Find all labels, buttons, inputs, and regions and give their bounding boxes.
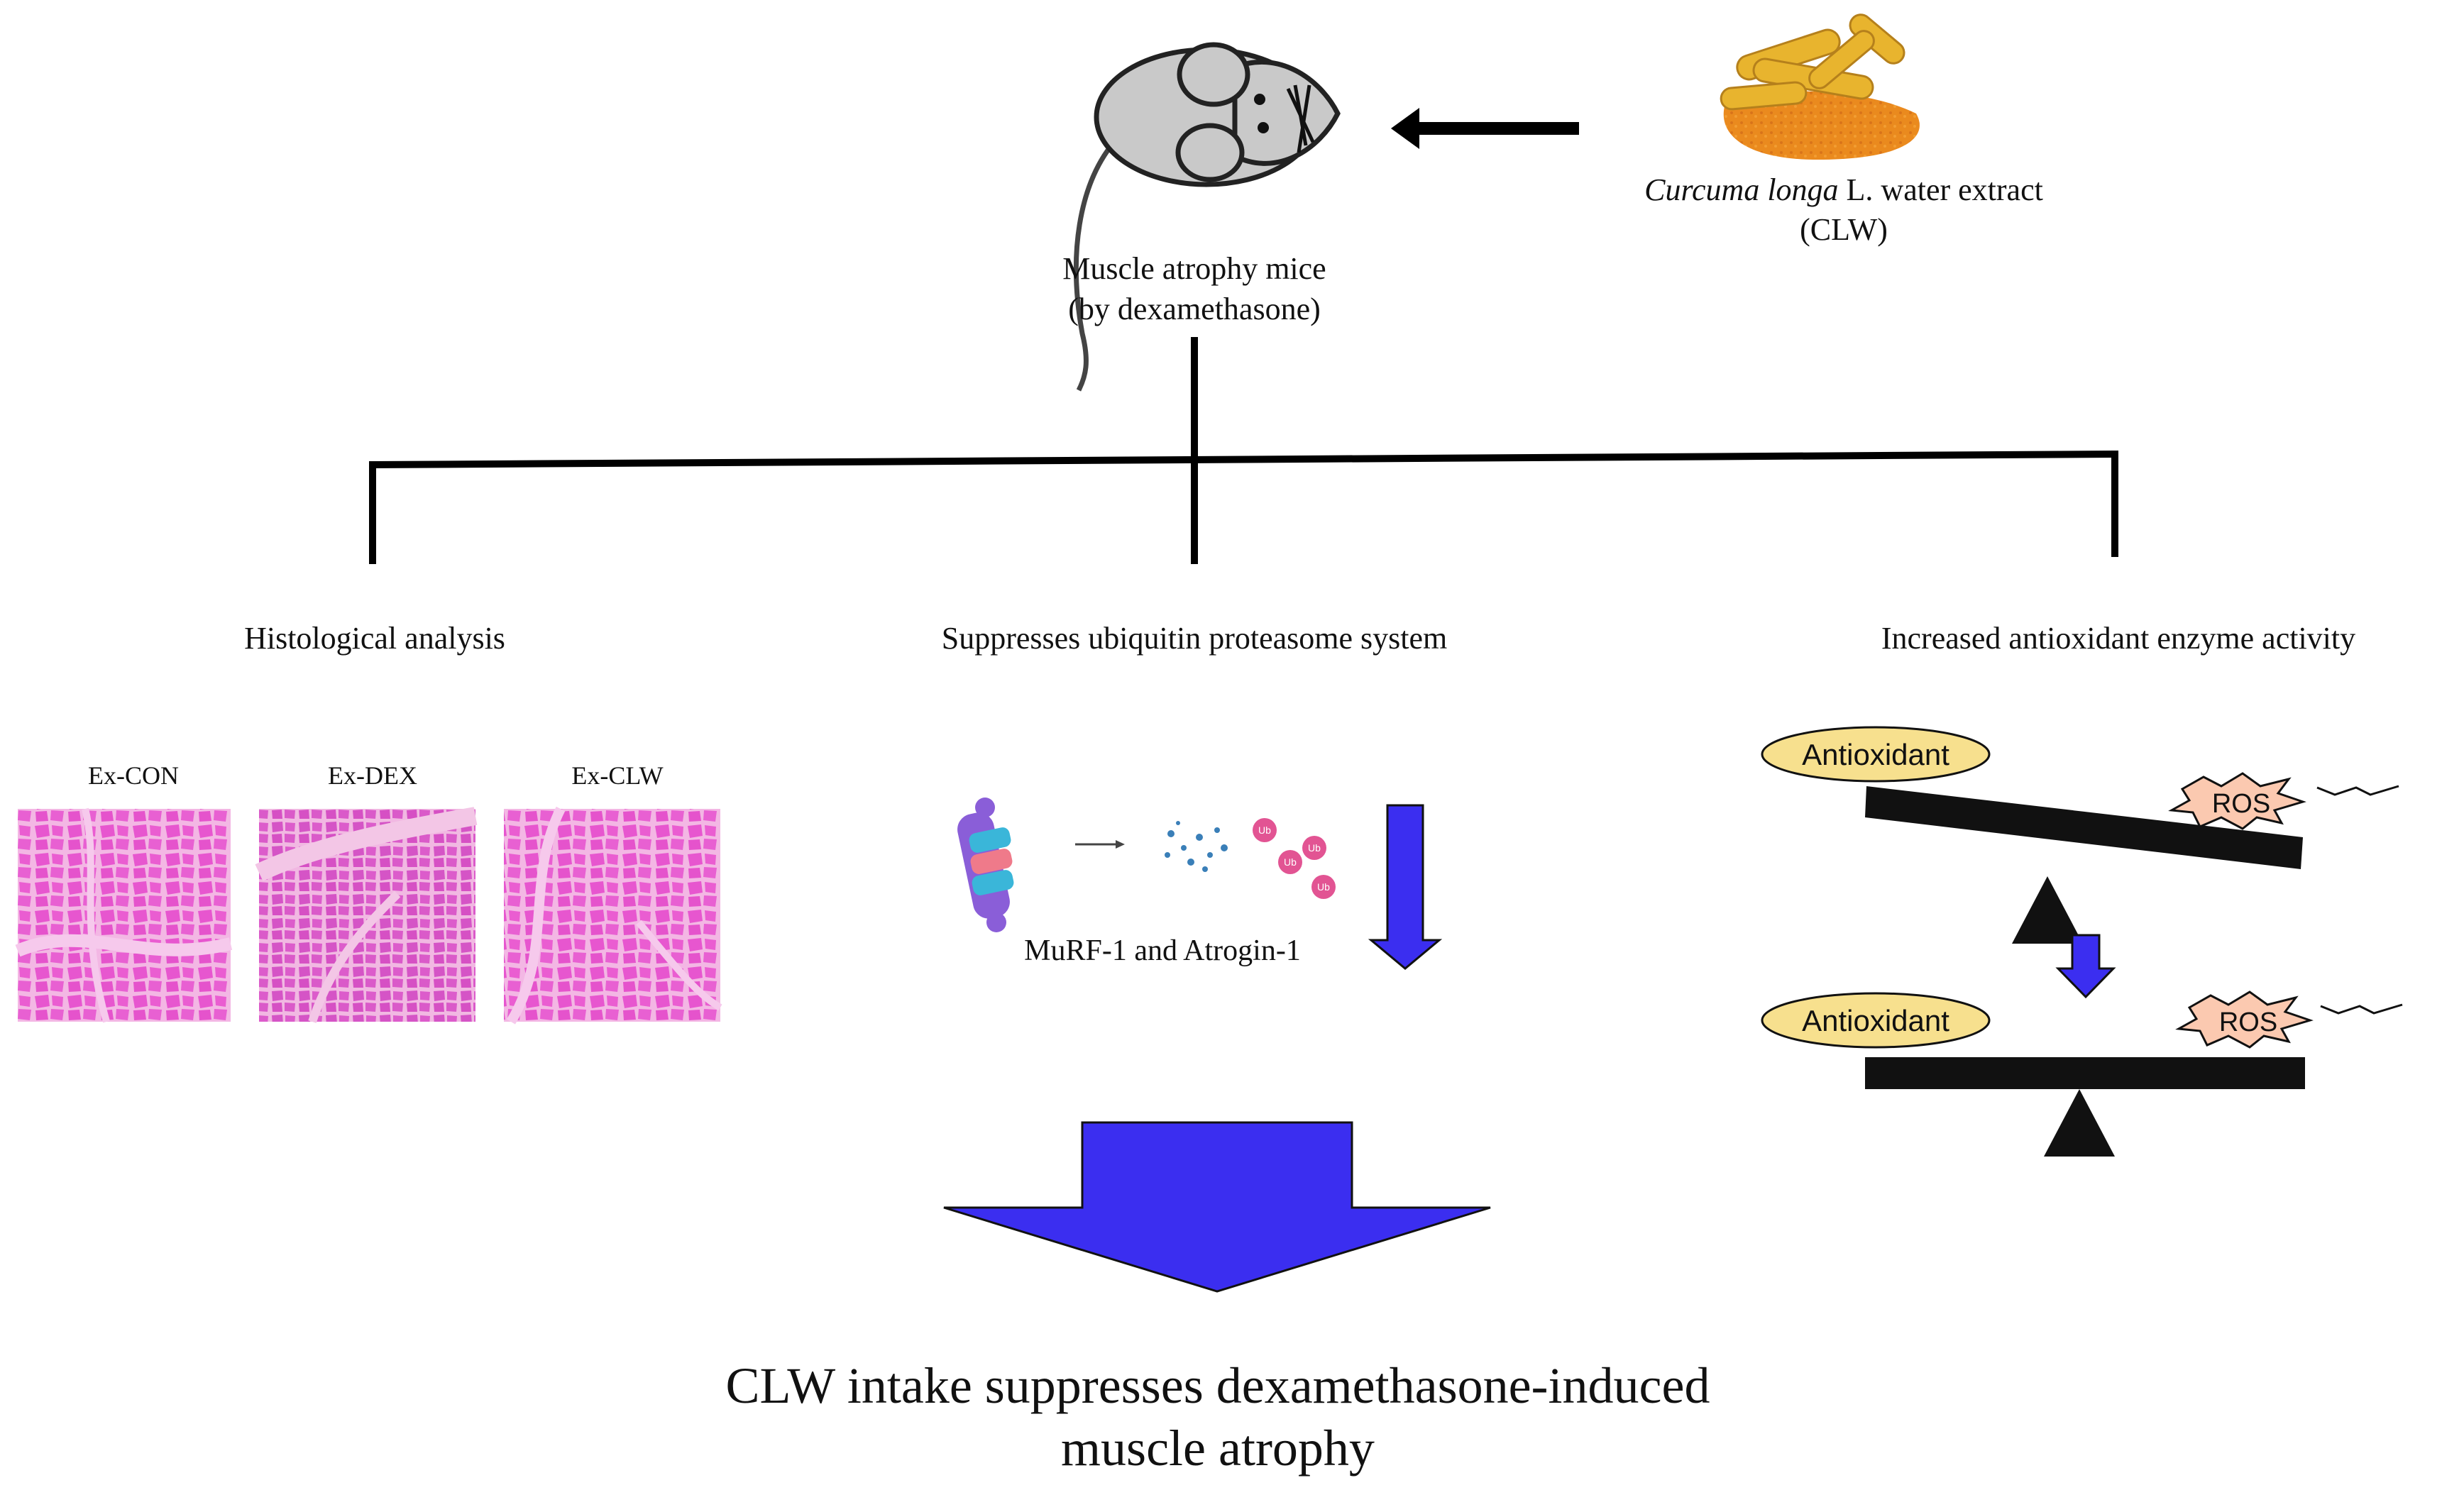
branch-histology-label: Histological analysis: [244, 621, 505, 656]
ros-burst: [2175, 990, 2314, 1049]
balance-shift-arrow: [2055, 934, 2116, 999]
ros-label: ROS: [2212, 789, 2270, 819]
extract-to-mouse-arrow: [1391, 108, 1579, 149]
ups-decrease-arrow: [1368, 804, 1443, 970]
ubiquitin-icon: [1311, 875, 1336, 899]
svg-text:Ub: Ub: [1258, 824, 1271, 836]
fulcrum: [2012, 876, 2083, 944]
antioxidant-badge: [1761, 992, 1991, 1049]
ubiquitin-icons: Ub Ub Ub Ub: [1253, 818, 1336, 899]
mouse-eye-1: [1254, 94, 1265, 105]
histology-image-dex: [255, 807, 478, 1023]
conclusion-line2: muscle atrophy: [1061, 1420, 1375, 1477]
branch-ups-label: Suppresses ubiquitin proteasome system: [942, 621, 1448, 656]
model-label-line2: (by dexamethasone): [1068, 292, 1321, 326]
histology-image-con: [15, 807, 233, 1023]
histology-panel-label: Ex-DEX: [328, 761, 417, 790]
mouse-ear-bottom: [1175, 123, 1245, 182]
fulcrum: [2044, 1089, 2115, 1157]
ubiquitin-icon: [1302, 836, 1326, 860]
peptide-fragments-icon: [1165, 821, 1228, 872]
antioxidant-label: Antioxidant: [1802, 1004, 1949, 1037]
branch-tree: [369, 337, 2118, 564]
conclusion-arrow: [943, 1121, 1491, 1293]
mouse-illustration: [1073, 42, 1341, 392]
histology-panel-label: Ex-CLW: [571, 761, 663, 790]
turmeric-image: [1720, 13, 1920, 160]
mouse-whiskers: [1286, 84, 1315, 153]
ups-caption: MuRF-1 and Atrogin-1: [1024, 934, 1301, 967]
svg-text:Ub: Ub: [1284, 856, 1297, 868]
histology-panels: Ex-CON Ex-DEX Ex-CLW: [15, 761, 722, 1025]
histology-image-clw: [504, 806, 722, 1025]
histology-panel-label: Ex-CON: [88, 761, 179, 790]
svg-text:Ub: Ub: [1308, 842, 1321, 854]
mouse-eye-2: [1258, 122, 1269, 133]
degradation-arrow: [1075, 840, 1125, 849]
mouse-head: [1232, 59, 1341, 166]
tilted-beam: [1865, 786, 2303, 869]
ubiquitin-icon: [1278, 850, 1302, 874]
ros-burst: [2168, 772, 2306, 830]
antioxidant-label: Antioxidant: [1802, 738, 1949, 771]
ros-label: ROS: [2219, 1008, 2277, 1037]
balance-before: Antioxidant ROS: [1761, 726, 2399, 944]
balance-after: Antioxidant ROS: [1761, 990, 2403, 1157]
proteasome-illustration: Ub Ub Ub Ub: [957, 798, 1336, 932]
model-label-line1: Muscle atrophy mice: [1062, 251, 1326, 286]
mouse-tail: [1073, 140, 1116, 392]
level-beam: [1865, 1057, 2305, 1089]
ubiquitin-icon: [1253, 818, 1277, 842]
proteasome-icon: [957, 798, 1014, 932]
source-abbrev-label: (CLW): [1800, 212, 1888, 247]
mouse-ear-top: [1177, 42, 1250, 107]
branch-antioxidant-label: Increased antioxidant enzyme activity: [1881, 621, 2355, 656]
antioxidant-badge: [1761, 726, 1991, 783]
conclusion-line1: CLW intake suppresses dexamethasone-indu…: [726, 1357, 1710, 1414]
svg-text:Ub: Ub: [1317, 881, 1330, 893]
source-name-label: Curcuma longa L. water extract: [1644, 172, 2043, 207]
